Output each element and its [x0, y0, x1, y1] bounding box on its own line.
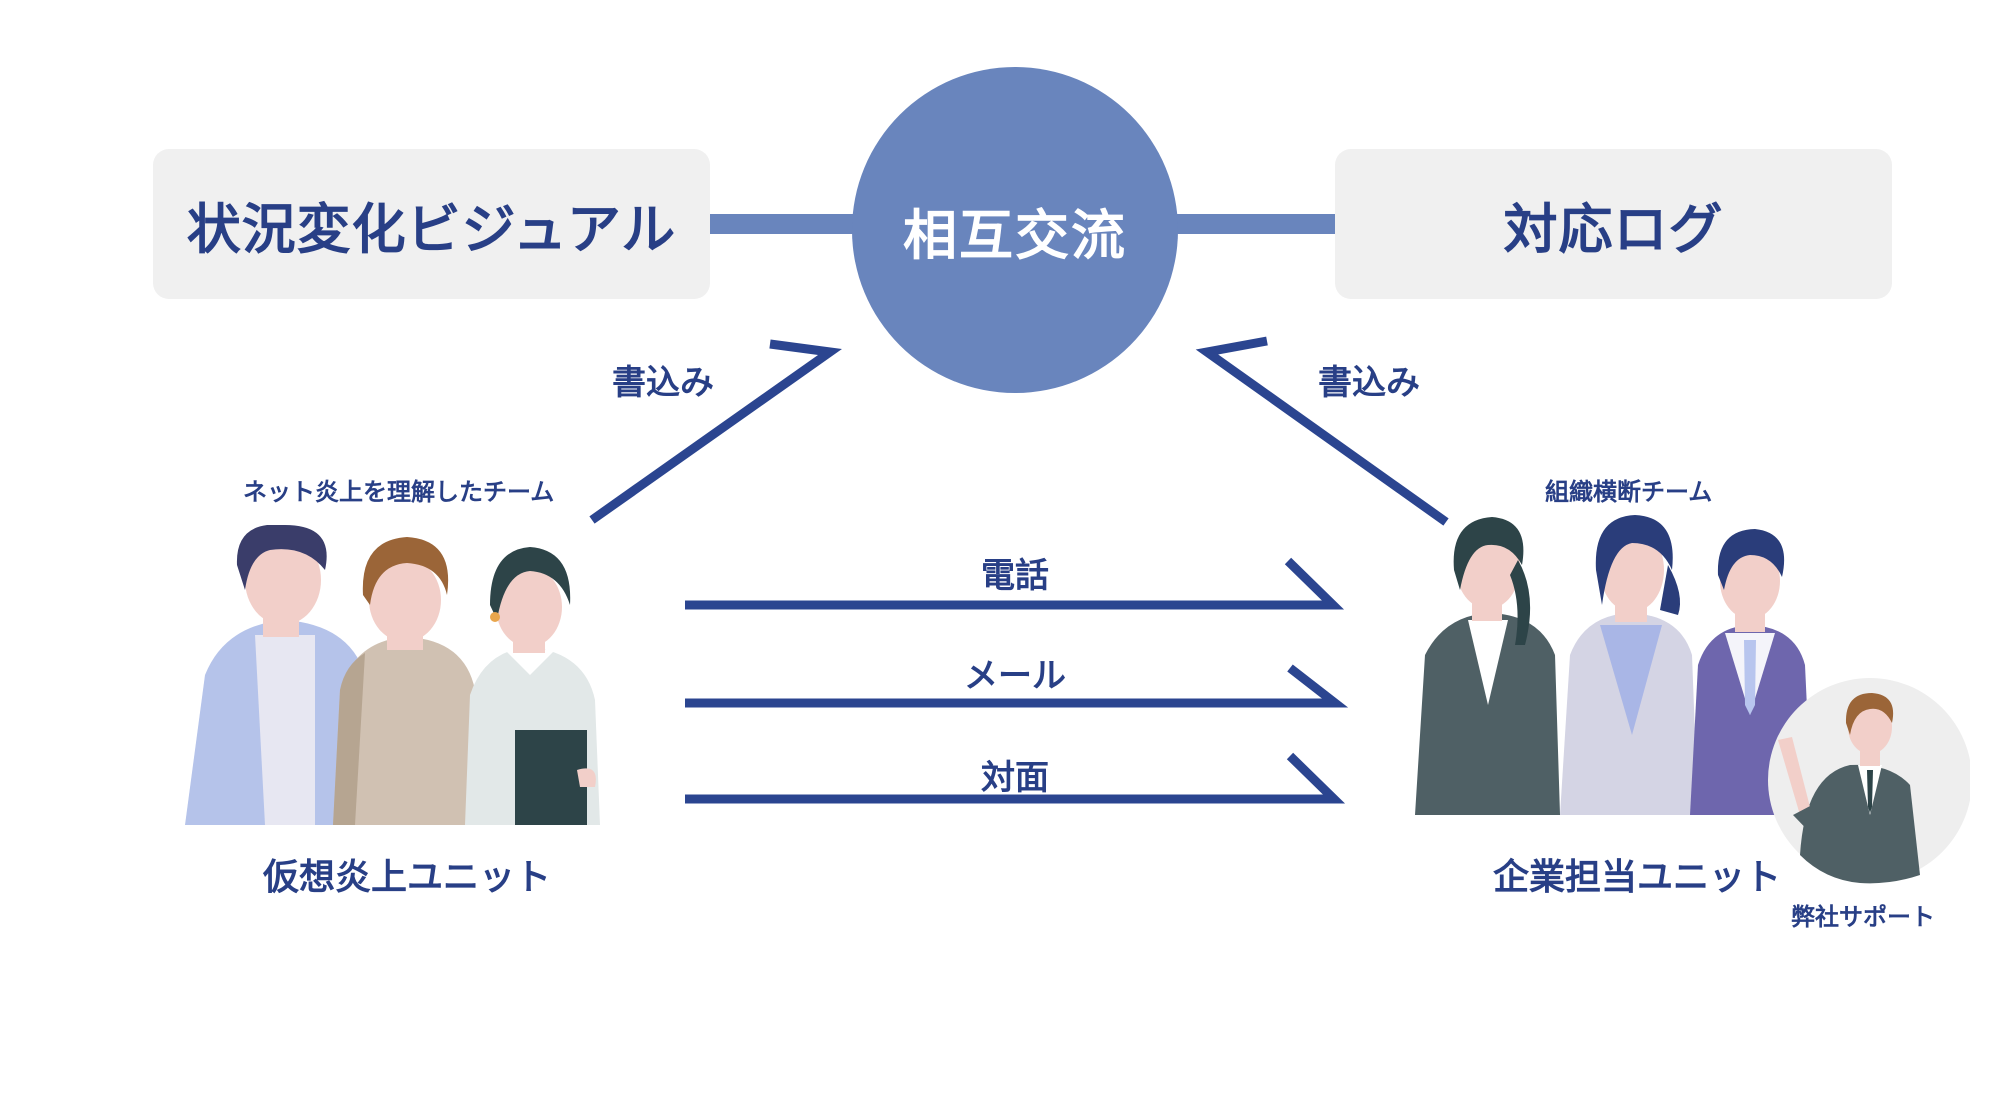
response-log-box: 対応ログ: [1335, 149, 1892, 299]
left-write-label: 書込み: [612, 363, 714, 403]
person-b-figure: [1560, 515, 1698, 815]
phone-arrow: [685, 557, 1345, 610]
person-3-figure: [465, 547, 600, 825]
left-unit-label: 仮想炎上ユニット: [263, 857, 552, 898]
right-unit-label: 企業担当ユニット: [1493, 857, 1782, 898]
right-write-arrow: [1195, 336, 1449, 526]
mail-arrow: [685, 664, 1349, 708]
channel-face-label: 対面: [981, 758, 1049, 798]
channel-mail-label: メール: [964, 656, 1066, 696]
person-c-figure: [1690, 529, 1812, 815]
left-connector: [710, 214, 860, 234]
person-2-figure: [333, 537, 483, 825]
right-connector: [1160, 214, 1335, 234]
support-label: 弊社サポート: [1791, 903, 1935, 931]
right-team-label: 組織横断チーム: [1545, 478, 1713, 506]
left-team-label: ネット炎上を理解したチーム: [243, 478, 555, 506]
left-team-illustration: [185, 525, 600, 825]
left-write-arrow: [589, 339, 842, 524]
right-team-illustration: [1415, 515, 1970, 884]
mutual-exchange-hub: 相互交流: [852, 67, 1178, 393]
channel-phone-label: 電話: [981, 556, 1049, 596]
support-circle: [1768, 678, 1970, 884]
person-1-figure: [185, 525, 375, 825]
situation-visual-box: 状況変化ビジュアル: [153, 149, 710, 299]
person-a-figure: [1415, 517, 1560, 815]
right-write-label: 書込み: [1318, 363, 1420, 403]
face-to-face-arrow: [685, 752, 1346, 804]
